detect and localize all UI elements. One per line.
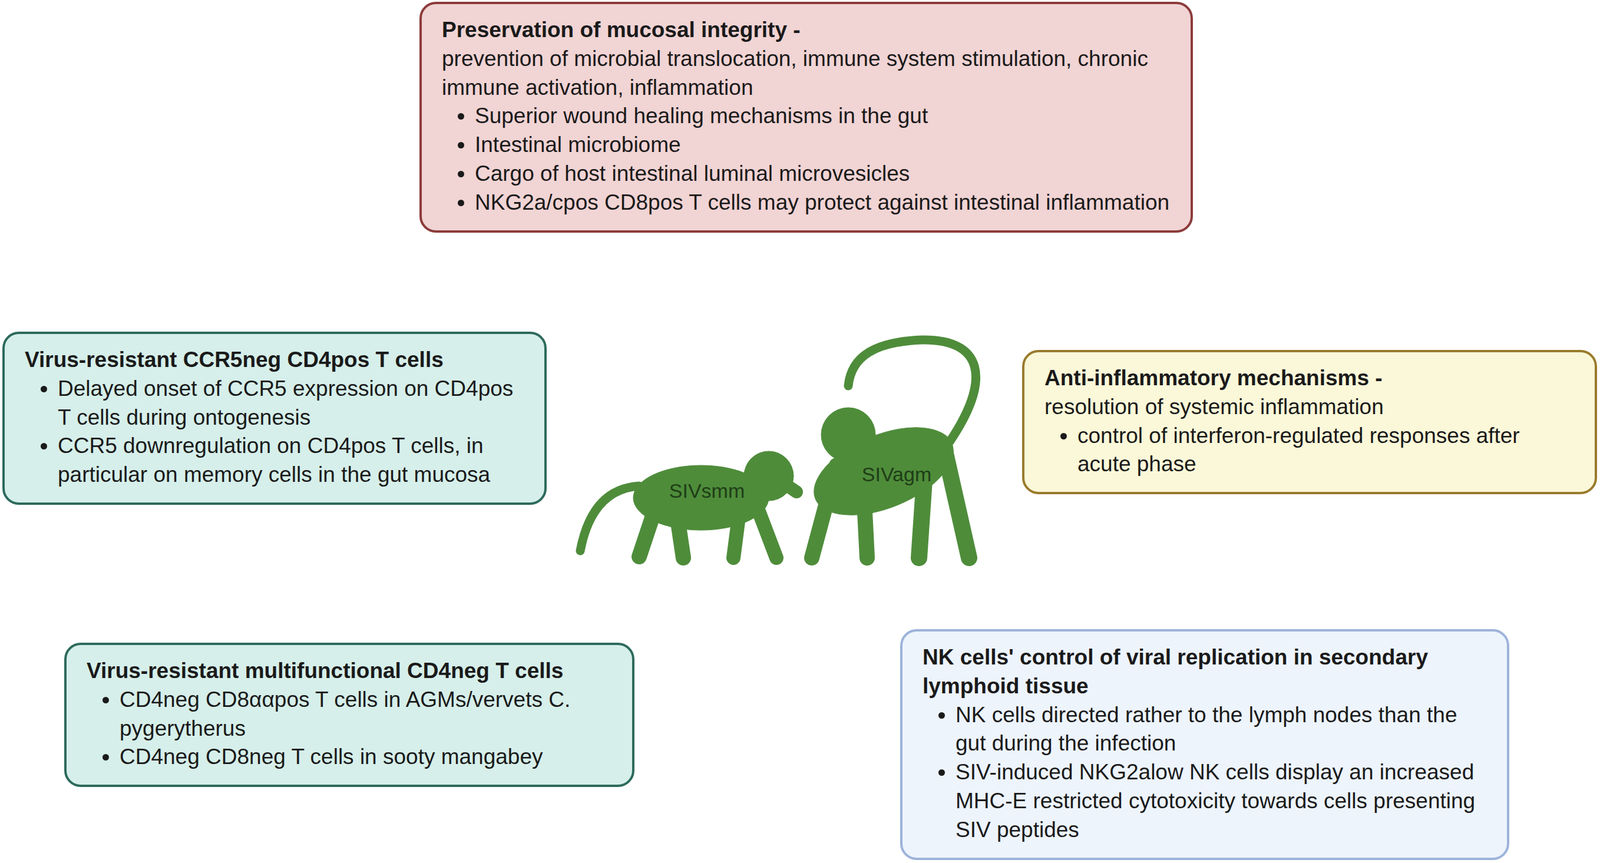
african-green-monkey [801,339,977,558]
bullet-item: CCR5 downregulation on CD4pos T cells, i… [57,431,525,490]
bullet-item: SIV-induced NKG2alow NK cells display an… [955,758,1487,845]
bullet-list: control of interferon-regulated response… [1044,421,1575,480]
bullet-item: control of interferon-regulated response… [1077,421,1575,480]
bullet-item: CD4neg CD8ααpos T cells in AGMs/vervets … [119,685,613,744]
bullet-list: Superior wound healing mechanisms in the… [441,101,1171,217]
virus-label: SIVsmm [669,479,745,503]
box-heading: Virus-resistant CCR5neg CD4pos T cells [24,345,525,375]
bullet-list: Delayed onset of CCR5 expression on CD4p… [24,374,525,490]
box-heading: NK cells' control of viral replication i… [922,643,1487,702]
mucosal-box: Preservation of mucosal integrity -preve… [419,1,1193,233]
virus-label: SIVagm [861,463,932,487]
bullet-item: Cargo of host intestinal luminal microve… [474,159,1171,189]
bullet-item: Superior wound healing mechanisms in the… [474,101,1171,131]
cd4neg-box: Virus-resistant multifunctional CD4neg T… [64,642,635,788]
bullet-item: CD4neg CD8neg T cells in sooty mangabey [119,742,613,772]
box-subheading: resolution of systemic inflammation [1044,392,1575,422]
ccr5-box: Virus-resistant CCR5neg CD4pos T cellsDe… [2,331,547,505]
box-heading: Virus-resistant multifunctional CD4neg T… [86,656,613,686]
box-heading: Anti-inflammatory mechanisms - [1044,364,1575,393]
bullet-item: Intestinal microbiome [474,130,1171,160]
anti-inflammatory-box: Anti-inflammatory mechanisms -resolution… [1022,349,1598,495]
bullet-item: NK cells directed rather to the lymph no… [955,701,1487,759]
bullet-item: NKG2a/cpos CD8pos T cells may protect ag… [474,188,1171,218]
nk-cells-box: NK cells' control of viral replication i… [900,629,1510,861]
sooty-mangabey [580,451,797,558]
box-subheading: prevention of microbial translocation, i… [441,44,1171,103]
box-heading: Preservation of mucosal integrity - [441,15,1171,45]
bullet-list: NK cells directed rather to the lymph no… [922,701,1487,845]
bullet-list: CD4neg CD8ααpos T cells in AGMs/vervets … [86,685,613,772]
bullet-item: Delayed onset of CCR5 expression on CD4p… [57,374,525,433]
